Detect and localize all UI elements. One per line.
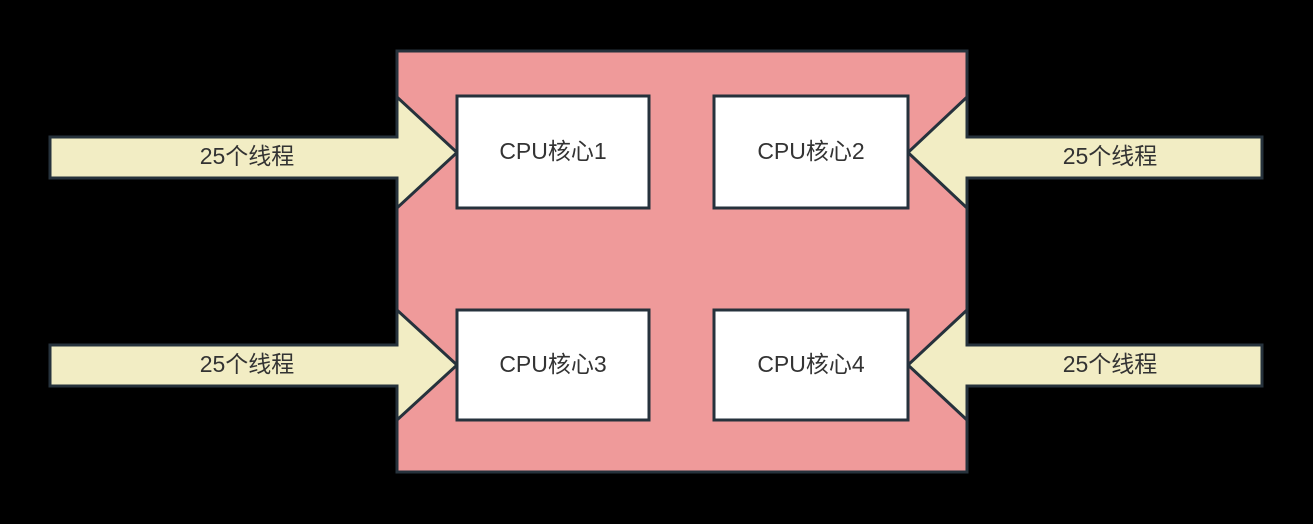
arrow-bottom-left-label: 25个线程 <box>200 351 295 377</box>
cpu-core-2-box <box>712 94 910 210</box>
cpu-core-1-box <box>455 94 651 210</box>
cpu-core-2-label: CPU核心2 <box>757 138 864 164</box>
cpu-core-1: CPU核心1 <box>455 94 651 210</box>
cpu-core-3: CPU核心3 <box>455 308 651 422</box>
arrow-top-right-label: 25个线程 <box>1063 143 1158 169</box>
cpu-core-2: CPU核心2 <box>712 94 910 210</box>
arrow-bottom-right: 25个线程 <box>905 306 1264 424</box>
arrow-bottom-left: 25个线程 <box>48 306 460 424</box>
cpu-core-4: CPU核心4 <box>712 308 910 422</box>
arrow-bottom-right-shape <box>905 306 1264 424</box>
arrow-bottom-left-shape <box>48 306 460 424</box>
cpu-core-1-label: CPU核心1 <box>499 138 606 164</box>
cpu-core-3-box <box>455 308 651 422</box>
arrow-top-right-shape <box>905 93 1264 212</box>
cpu-core-4-box <box>712 308 910 422</box>
cpu-core-3-label: CPU核心3 <box>499 351 606 377</box>
arrow-bottom-right-label: 25个线程 <box>1063 351 1158 377</box>
arrow-top-left-label: 25个线程 <box>200 143 295 169</box>
arrow-top-left: 25个线程 <box>48 93 460 212</box>
arrow-top-left-shape <box>48 93 460 212</box>
arrow-top-right: 25个线程 <box>905 93 1264 212</box>
cpu-core-4-label: CPU核心4 <box>757 351 865 377</box>
